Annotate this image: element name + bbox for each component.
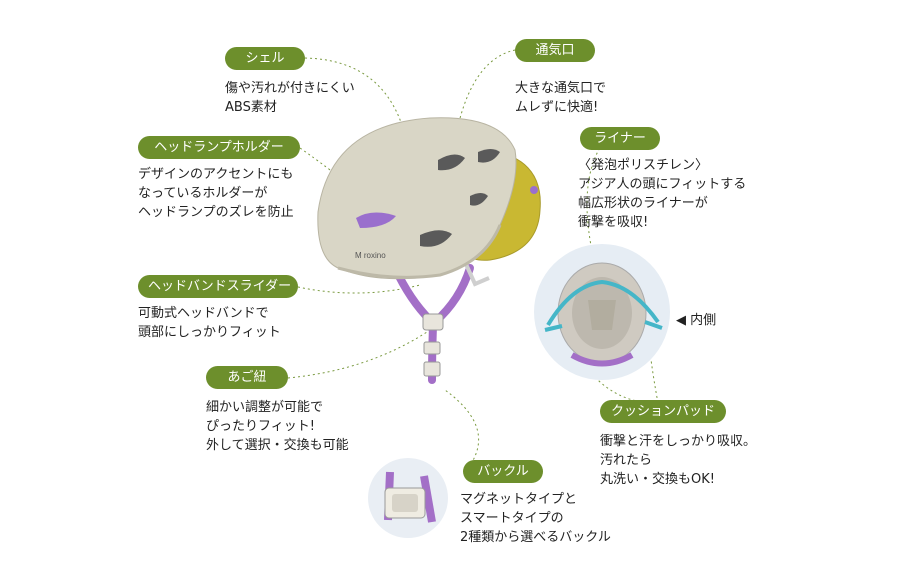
tag-headband-slider: ヘッドバンドスライダー: [138, 275, 298, 298]
tag-chin-strap: あご紐: [206, 366, 288, 389]
tag-headlamp-holder: ヘッドランプホルダー: [138, 136, 300, 159]
tag-vent: 通気口: [515, 39, 595, 62]
strap-adjuster: [423, 341, 441, 355]
desc-vent: 大きな通気口で ムレずに快適!: [515, 81, 607, 115]
logo-mark: M roxino: [355, 251, 386, 260]
inner-pad-center: [588, 300, 616, 330]
inner-side-label: ◀ 内側: [676, 313, 717, 328]
liner-clip: [530, 186, 538, 194]
vent-3: [420, 230, 452, 247]
leader-cushion-pad-2: [647, 329, 659, 404]
tag-buckle: バックル: [463, 460, 543, 483]
strap-slider: [422, 313, 444, 331]
headband-slider-graphic: [463, 261, 490, 287]
tag-shell: シェル: [225, 47, 305, 70]
tag-liner: ライナー: [580, 127, 660, 150]
strap-buckle-small: [423, 361, 441, 377]
desc-liner: 〈発泡ポリスチレン〉 アジア人の頭にフィットする 幅広形状のライナーが 衝撃を吸…: [578, 158, 747, 230]
leader-headband-slider: [297, 284, 421, 294]
desc-shell: 傷や汚れが付きにくい ABS素材: [225, 81, 355, 115]
vent-1: [438, 154, 465, 171]
leader-chin-strap: [287, 329, 431, 379]
desc-chin-strap: 細かい調整が可能で ぴったりフィット! 外して選択・交換も可能: [206, 400, 349, 453]
inner-purple-band: [570, 352, 634, 367]
inner-strap: [544, 279, 663, 332]
buckle-graphic-inner: [392, 494, 418, 512]
desc-buckle: マグネットタイプと スマートタイプの 2種類から選べるバックル: [460, 492, 611, 545]
desc-headband-slider: 可動式ヘッドバンドで 頭部にしっかりフィット: [138, 306, 281, 340]
tag-cushion-pad: クッションパッド: [600, 400, 726, 423]
leader-vent: [454, 49, 516, 141]
shell-edge: [337, 224, 502, 279]
desc-cushion-pad: 衝撃と汗をしっかり吸収。 汚れたら 丸洗い・交換もOK!: [600, 434, 757, 487]
vent-2: [478, 149, 500, 163]
desc-headlamp-holder: デザインのアクセントにも なっているホルダーが ヘッドランプのズレを防止: [138, 167, 294, 220]
headlamp-holder-graphic: [356, 212, 396, 228]
vent-4: [470, 193, 488, 206]
